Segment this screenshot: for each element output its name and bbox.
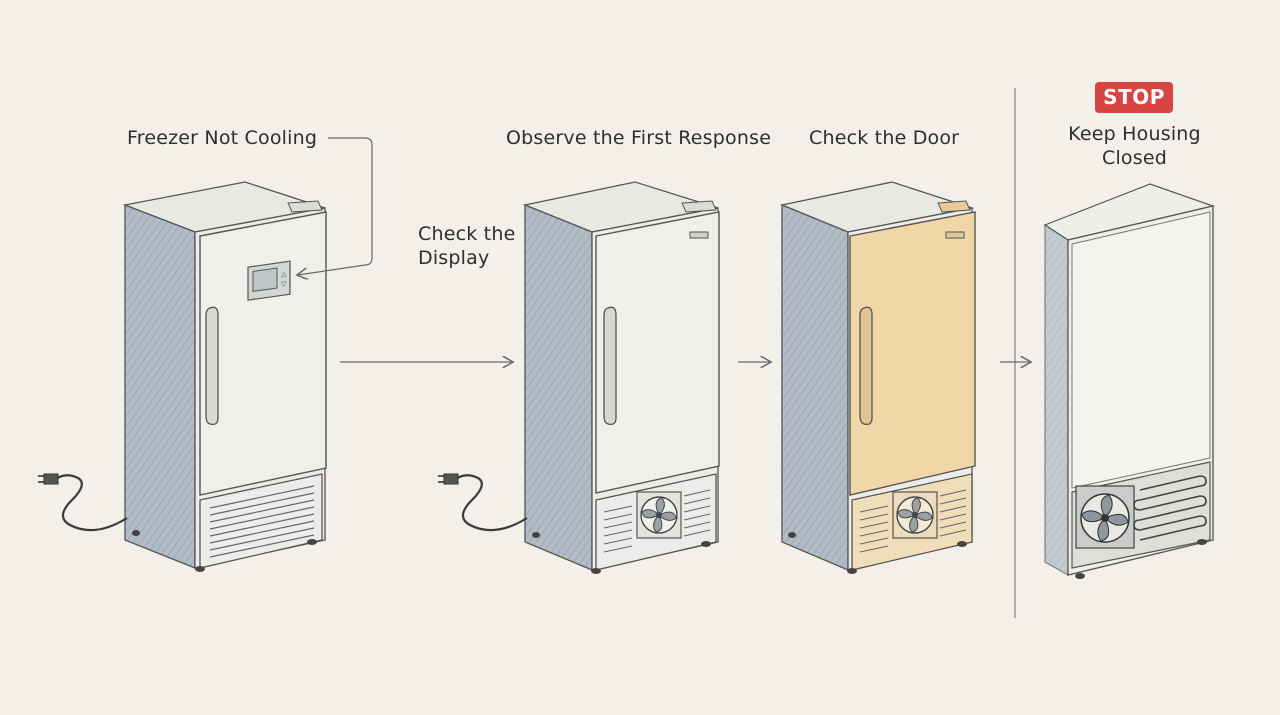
freezer-2 [438, 181, 720, 574]
step-label-observe-first-response: Observe the First Response [506, 127, 772, 149]
step-label-keep-housing-closed: Keep Housing Closed [1068, 123, 1201, 169]
door-highlight [849, 211, 976, 496]
step-label-check-the-display: Check the Display [418, 222, 518, 270]
display-panel-icon: △ ▽ [247, 260, 291, 301]
stop-badge: STOP [1095, 82, 1173, 113]
svg-text:▽: ▽ [281, 279, 287, 289]
leader-line-display [298, 137, 373, 275]
freezer-4-housing [1043, 183, 1216, 579]
condenser-coil-icon [1133, 475, 1207, 541]
step-label-check-the-display-text: Check the Display [418, 223, 516, 269]
fan-icon [1075, 485, 1135, 549]
power-cord-icon [38, 473, 128, 532]
freezer-1: △ ▽ [38, 181, 327, 572]
fan-icon [636, 491, 682, 539]
freezer-3 [779, 181, 976, 574]
fan-icon [892, 491, 938, 539]
svg-text:△: △ [281, 269, 287, 279]
power-cord-icon [438, 473, 528, 532]
step-label-freezer-not-cooling: Freezer Not Cooling [127, 127, 318, 149]
step-label-check-the-door: Check the Door [809, 127, 960, 149]
